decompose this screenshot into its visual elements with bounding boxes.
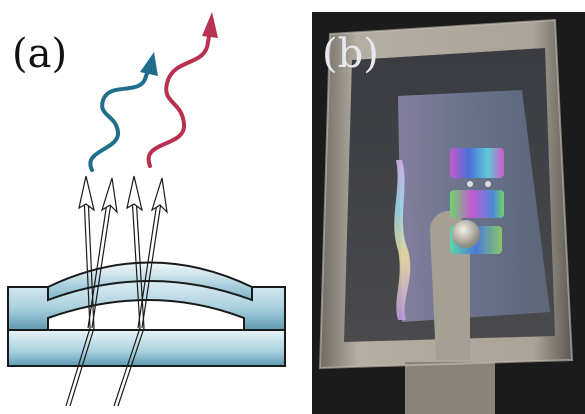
arrow-ray-1b [69, 195, 95, 407]
pad-top [450, 148, 504, 178]
cavity [47, 299, 245, 331]
substrate-bottom [7, 329, 286, 367]
arrowhead-blue-icon [140, 52, 158, 76]
contact-dot [467, 181, 473, 187]
arrow-ray-4b [141, 195, 163, 329]
arrow-head-icon [100, 177, 118, 214]
contact-dot [485, 181, 491, 187]
arrow-head-icon [150, 177, 168, 214]
membrane-arch [47, 261, 253, 302]
arrow-ray-2b [91, 195, 113, 329]
panel-b-photo [312, 12, 585, 414]
panel-b-label: (b) [322, 31, 379, 77]
panel-a-label: (a) [12, 31, 68, 77]
iridescent-edge [394, 160, 411, 320]
pad-middle [450, 190, 504, 218]
stand-foot [405, 362, 495, 414]
wave-blue [88, 64, 152, 172]
arrowhead-red-icon [202, 12, 218, 38]
arrow-ray-1 [65, 195, 91, 407]
arrow-head-icon [78, 175, 95, 212]
light-arrows [65, 195, 163, 407]
arrow-ray-3 [113, 195, 141, 407]
arrow-ray-4 [137, 195, 159, 329]
glass-rim [318, 18, 574, 370]
arrow-ray-2 [87, 195, 109, 329]
arrow-ray-3b [117, 195, 145, 407]
wave-red [146, 28, 212, 168]
arrow-heads [78, 175, 168, 214]
bead [452, 220, 480, 248]
panel-a [7, 12, 286, 407]
arrow-head-icon [126, 175, 143, 212]
